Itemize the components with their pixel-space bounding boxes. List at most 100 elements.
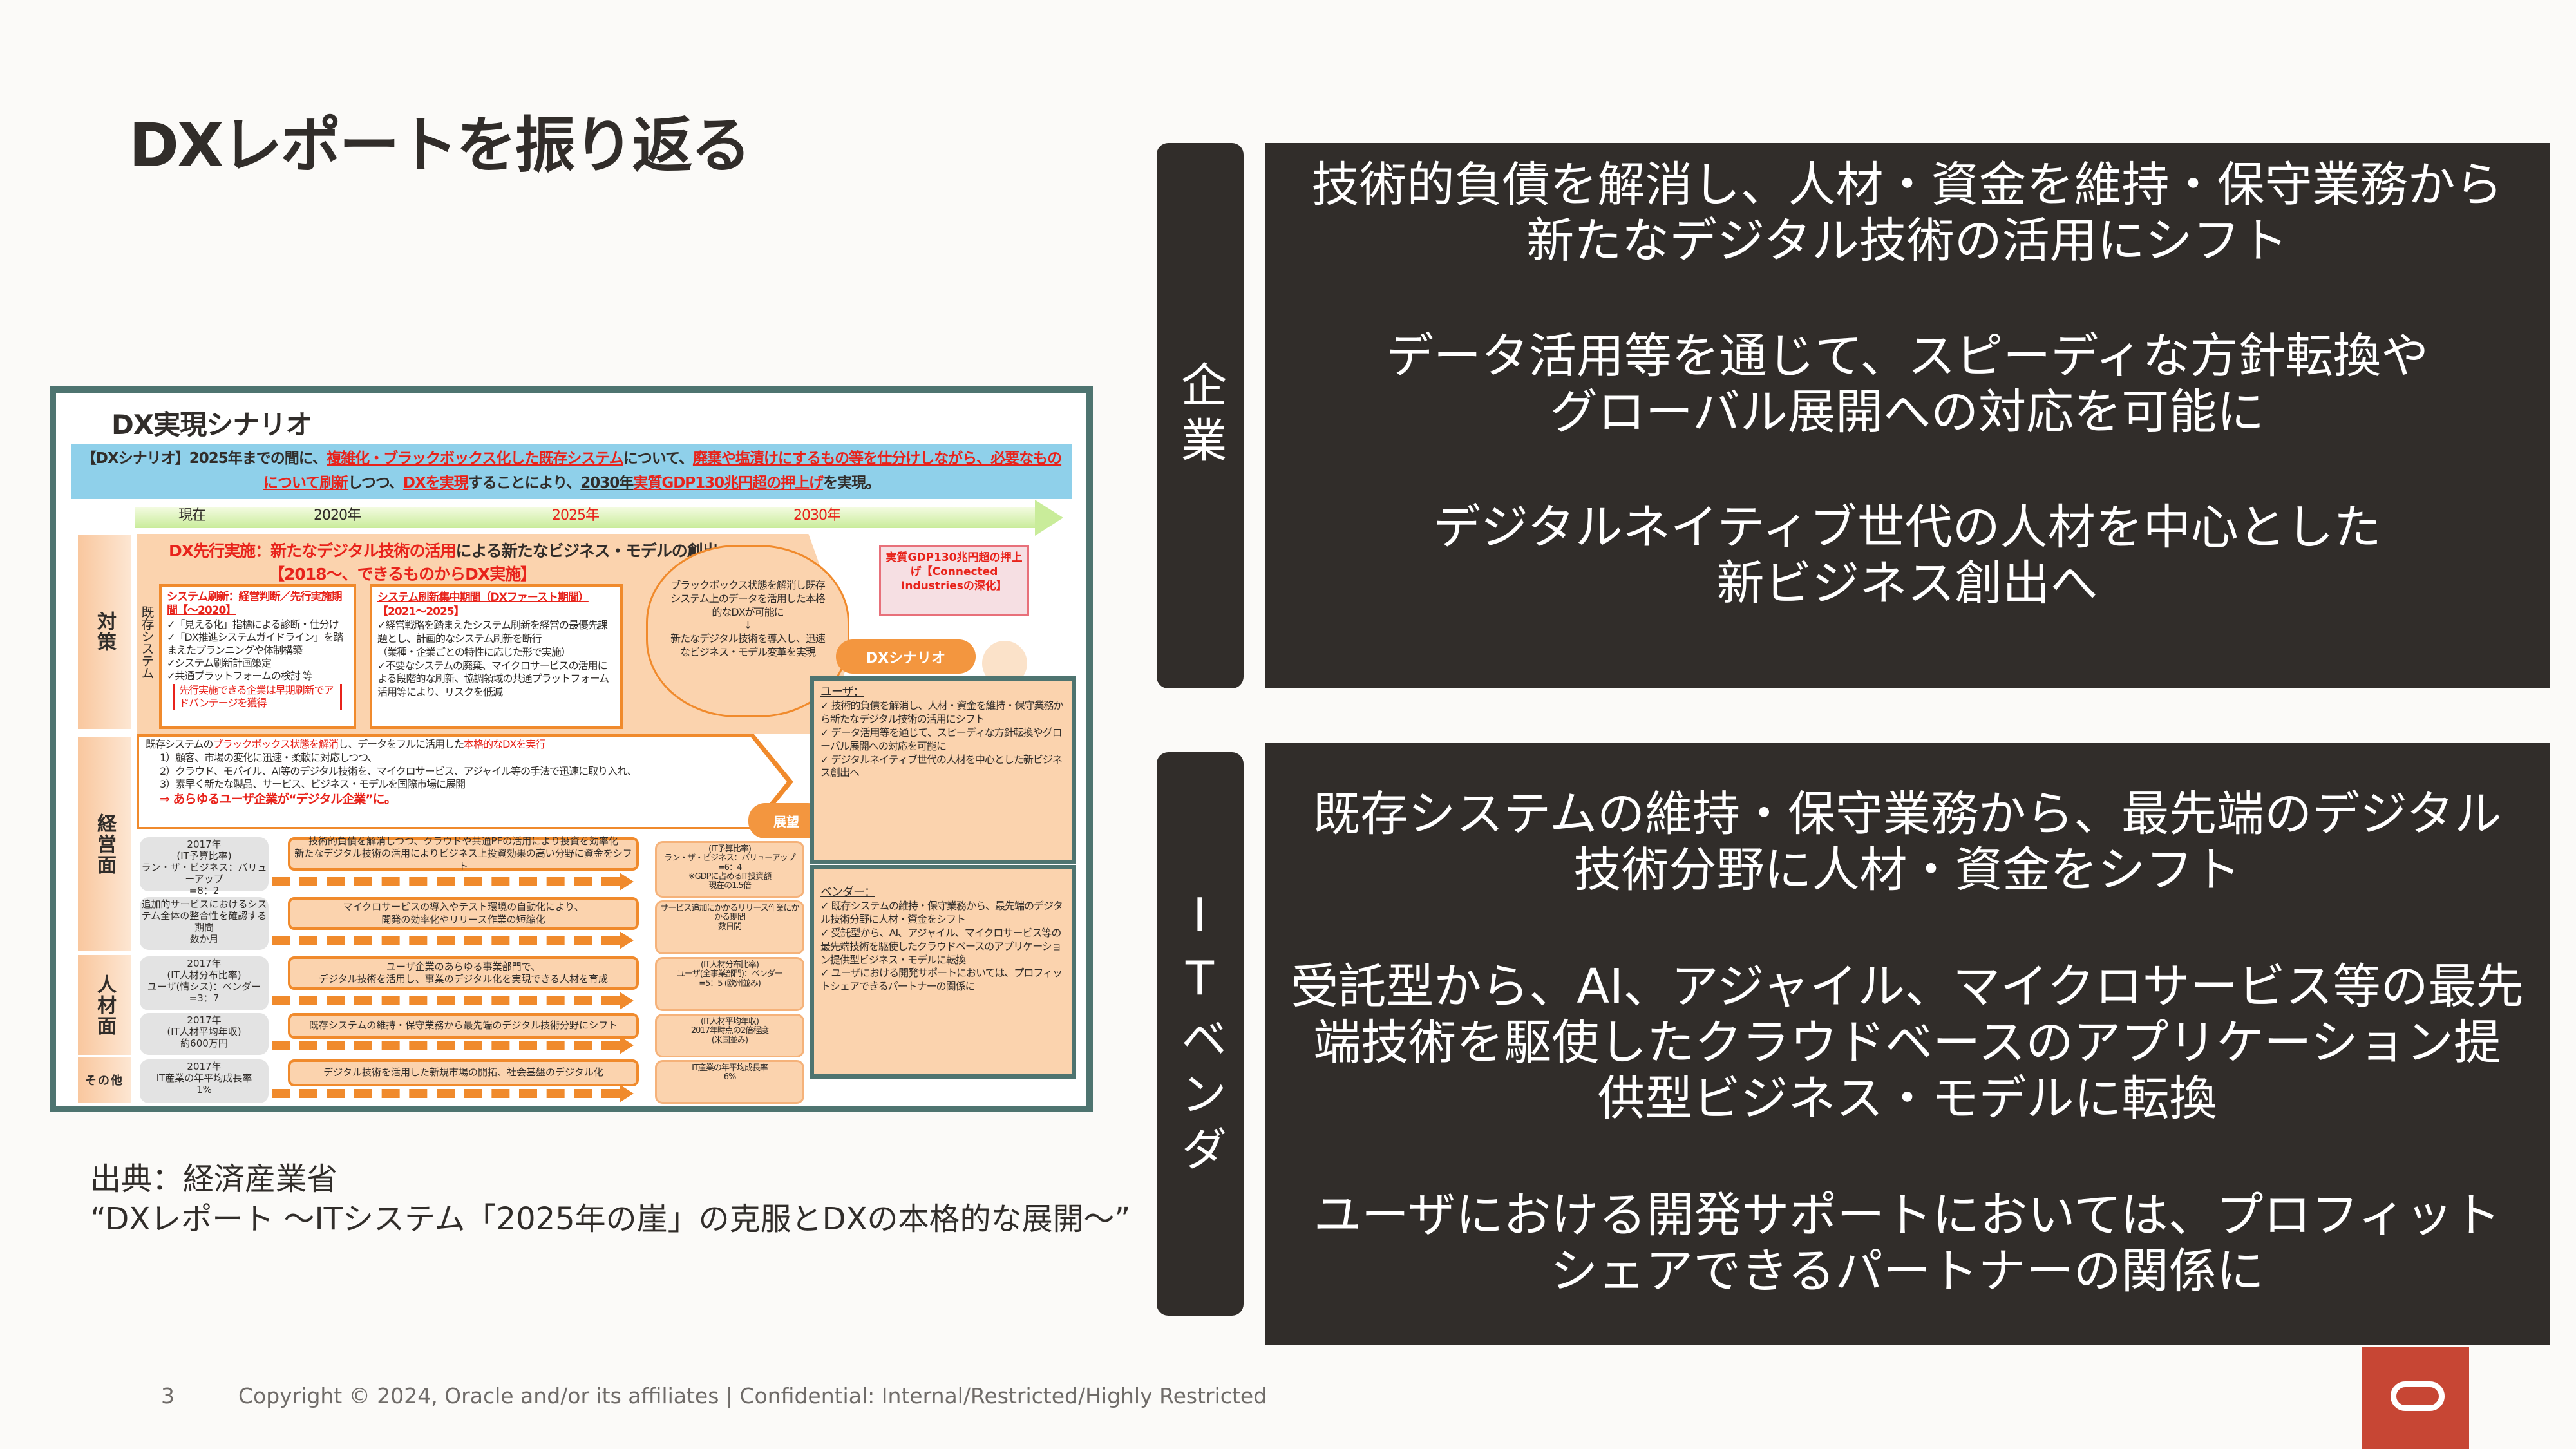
banner-highlight: 複雑化・ブラックボックス化した既存システム [327, 450, 624, 467]
banner-text: について、 [623, 450, 694, 467]
user-item: ✓ デジタルネイティブ世代の人材を中心とした新ビジネス創出へ [820, 753, 1063, 779]
timeline-arrow [135, 507, 1036, 528]
panel-line: 技術的負債を解消し、人材・資金を維持・保守業務から [1311, 157, 2503, 213]
target-box: IT産業の年平均成長率 6% [655, 1060, 804, 1104]
arrow-head-icon [620, 873, 634, 891]
panel-paragraph: 技術的負債を解消し、人材・資金を維持・保守業務から新たなデジタル技術の活用にシフ… [1265, 157, 2550, 269]
pentagon-item: 3）素早く新たな製品、サービス、ビジネス・モデルを国際市場に展開 [160, 778, 466, 791]
baseline-box: 2017年 (IT人材平均年収) 約600万円 [140, 1013, 269, 1055]
banner-text: することにより、 [468, 475, 582, 491]
pentagon-text: 既存システムの [146, 738, 214, 750]
vendor-item: ✓ 既存システムの維持・保守業務から、最先端のデジタル技術分野に人材・資金をシフ… [820, 900, 1063, 926]
panel-line: 端技術を駆使したクラウドベースのアプリケーション提 [1313, 1015, 2501, 1070]
panel-line: 新ビジネス創出へ [1716, 556, 2098, 611]
pentagon-text: し、データをフルに活用した [338, 738, 464, 750]
panel-paragraph: 受託型から、AI、アジャイル、マイクロサービス等の最先端技術を駆使したクラウドベ… [1265, 959, 2550, 1127]
target-box: サービス追加にかかるリリース作業にかかる期間 数日間 [655, 900, 804, 954]
arrow-head-icon [620, 992, 634, 1010]
target-box: (IT人材平均年収) 2017年時点の2倍程度 (米国並み) [655, 1014, 804, 1057]
panel-line: 既存システムの維持・保守業務から、最先端のデジタル [1312, 786, 2502, 842]
action-box: マイクロサービスの導入やテスト環境の自動化により、 開発の効率化やリリース作業の… [288, 897, 639, 930]
banner-text: 2030年 [580, 475, 634, 491]
vendor-heading: ベンダー： [820, 886, 876, 899]
dashed-arrow [272, 936, 620, 945]
side-label-management: 経営面 [78, 737, 131, 951]
baseline-box: 追加的サービスにおけるシステム全体の整合性を確認する期間 数か月 [140, 897, 269, 950]
it-vendor-label: ITベンダ [1157, 752, 1244, 1316]
oracle-o-icon [2391, 1381, 2445, 1411]
panel-line: 新たなデジタル技術の活用にシフト [1526, 213, 2288, 269]
arrow-head-icon [620, 1036, 634, 1054]
panel-paragraph: ユーザにおける開発サポートにおいては、プロフィットシェアできるパートナーの関係に [1265, 1188, 2550, 1300]
box-heading: システム刷新：経営判断／先行実施期間【～2020】 [167, 591, 343, 618]
vendor-box: ベンダー： ✓ 既存システムの維持・保守業務から、最先端のデジタル技術分野に人材… [810, 865, 1076, 1079]
box-item: ✓不要なシステムの廃棄、マイクロサービスの活用による段階的な刷新、協調領域の共通… [377, 659, 609, 699]
arrow-head-icon [620, 931, 634, 949]
banner-highlight: DXを実現 [402, 475, 469, 491]
pentagon-highlight: 本格的なDXを実行 [464, 738, 545, 750]
it-vendor-panel: 既存システムの維持・保守業務から、最先端のデジタル技術分野に人材・資金をシフト受… [1265, 743, 2550, 1345]
enterprise-label: 企業 [1157, 143, 1244, 688]
dashed-arrow [272, 1089, 620, 1098]
panel-line: グローバル展開への対応を可能に [1549, 384, 2265, 440]
box-item: ✓システム刷新計画策定 [167, 656, 272, 669]
box-item: ✓「DX推進システムガイドライン」を踏まえたプランニングや体制構築 [167, 630, 343, 656]
side-label-other: その他 [78, 1057, 131, 1103]
baseline-box: 2017年 (IT予算比率) ラン・ザ・ビジネス：バリューアップ =8：2 [140, 837, 269, 896]
pentagon-item: 1）顧客、市場の変化に迅速・柔軟に対応しつつ、 [160, 751, 378, 764]
dx-lead-red: DX先行実施：新たなデジタル技術の活用 [169, 542, 457, 560]
enterprise-panel: 技術的負債を解消し、人材・資金を維持・保守業務から新たなデジタル技術の活用にシフ… [1265, 143, 2550, 688]
down-arrow-icon: ↓ [743, 619, 752, 632]
action-box: ユーザ企業のあらゆる事業部門で、 デジタル技術を活用し、事業のデジタル化を実現で… [288, 956, 639, 990]
copyright-notice: Copyright © 2024, Oracle and/or its affi… [238, 1383, 1267, 1408]
dashed-arrow [272, 877, 620, 886]
action-box: 技術的負債を解消しつつ、クラウドや共通PFの活用により投資を効率化 新たなデジタ… [288, 835, 639, 872]
cloud-text: 新たなデジタル技術を導入し、迅速なビジネス・モデル変革を実現 [670, 632, 826, 658]
slide-title: DXレポートを振り返る [129, 111, 752, 181]
system-renewal-box: システム刷新：経営判断／先行実施期間【～2020】 ✓「見える化」指標による診断… [159, 584, 356, 729]
timeline-arrowhead [1035, 500, 1063, 536]
pentagon-highlight: ブラックボックス状態を解消 [213, 738, 339, 750]
system-renewal-intensive-box: システム刷新集中期間（DXファースト期間）【2021～2025】 ✓経営戦略を踏… [370, 584, 623, 729]
existing-system-label: 既存システム [139, 605, 155, 679]
banner-highlight: 実質GDP130兆円超の押上げ [633, 475, 824, 491]
banner-text: しつつ、 [348, 475, 404, 491]
panel-line: 技術分野に人材・資金をシフト [1573, 842, 2241, 898]
dx-scenario-figure: DX実現シナリオ 【DXシナリオ】2025年までの間に、複雑化・ブラックボックス… [50, 386, 1093, 1112]
dx-lead-period: 【2018～、できるものからDX実施】 [269, 565, 536, 583]
banner-text: を実現。 [823, 475, 880, 491]
dx-lead-rest: による新たなビジネス・モデルの創出 [455, 542, 719, 560]
pentagon-item: 2）クラウド、モバイル、AI等のデジタル技術を、マイクロサービス、アジャイル等の… [160, 764, 637, 777]
dx-scenario-badge: DXシナリオ [836, 639, 976, 674]
panel-paragraph: デジタルネイティブ世代の人材を中心とした新ビジネス創出へ [1265, 500, 2550, 612]
baseline-box: 2017年 (IT人材分布比率) ユーザ(情シス)：ベンダー =3：7 [140, 956, 269, 1010]
timeline-label: 2020年 [314, 507, 361, 524]
user-item: ✓ データ活用等を通じて、スピーディな方針転換やグローバル展開への対応を可能に [820, 726, 1063, 752]
side-label-talent: 人材面 [78, 955, 131, 1055]
target-box: (IT予算比率) ラン・ザ・ビジネス：バリューアップ =6：4 ※GDPに占める… [655, 841, 804, 898]
arrow-head-icon [620, 1084, 634, 1103]
box-item: ✓経営戦略を踏まえたシステム刷新を経営の最優先課題とし、計画的なシステム刷新を断… [377, 619, 608, 645]
box-note: 先行実施できる企業は早期刷新でアドバンテージを獲得 [173, 683, 342, 710]
gdp-callout: 実質GDP130兆円超の押上げ【Connected Industriesの深化】 [879, 545, 1029, 616]
vendor-item: ✓ ユーザにおける開発サポートにおいては、プロフィットシェアできるパートナーの関… [820, 967, 1063, 993]
panel-line: シェアできるパートナーの関係に [1550, 1244, 2264, 1299]
timeline-label: 2030年 [793, 507, 841, 524]
target-box: (IT人材分布比率) ユーザ(全事業部門)：ベンダー =5：5 (欧州並み) [655, 957, 804, 1011]
box-heading: システム刷新集中期間（DXファースト期間）【2021～2025】 [377, 591, 589, 619]
panel-line: 供型ビジネス・モデルに転換 [1597, 1071, 2217, 1126]
user-item: ✓ 技術的負債を解消し、人材・資金を維持・保守業務から新たなデジタル技術の活用に… [820, 699, 1064, 726]
oracle-logo [2362, 1347, 2469, 1449]
action-box: 既存システムの維持・保守業務から最先端のデジタル技術分野にシフト [288, 1013, 639, 1039]
box-item: ✓共通プラットフォームの検討 等 [167, 669, 313, 682]
action-box: デジタル技術を活用した新規市場の開拓、社会基盤のデジタル化 [288, 1059, 639, 1086]
page-number: 3 [161, 1383, 175, 1408]
dx-lead-text: DX先行実施：新たなデジタル技術の活用による新たなビジネス・モデルの創出 [169, 542, 719, 561]
cloud-text: ブラックボックス状態を解消し既存システム上のデータを活用した本格的なDXが可能に [670, 579, 826, 618]
pentagon-conclusion: ⇒ あらゆるユーザ企業が“デジタル企業”に。 [160, 792, 397, 807]
source-line: “DXレポート ～ITシステム「2025年の崖」の克服とDXの本格的な展開～” [90, 1201, 1131, 1237]
full-dx-pentagon-inner: 既存システムのブラックボックス状態を解消し、データをフルに活用した本格的なDXを… [139, 737, 787, 827]
box-item: （業種・企業ごとの特性に応じた形で実施） [377, 645, 571, 658]
source-citation: 出典：経済産業省 “DXレポート ～ITシステム「2025年の崖」の克服とDXの… [90, 1159, 1130, 1239]
timeline-label: 現在 [178, 507, 206, 524]
